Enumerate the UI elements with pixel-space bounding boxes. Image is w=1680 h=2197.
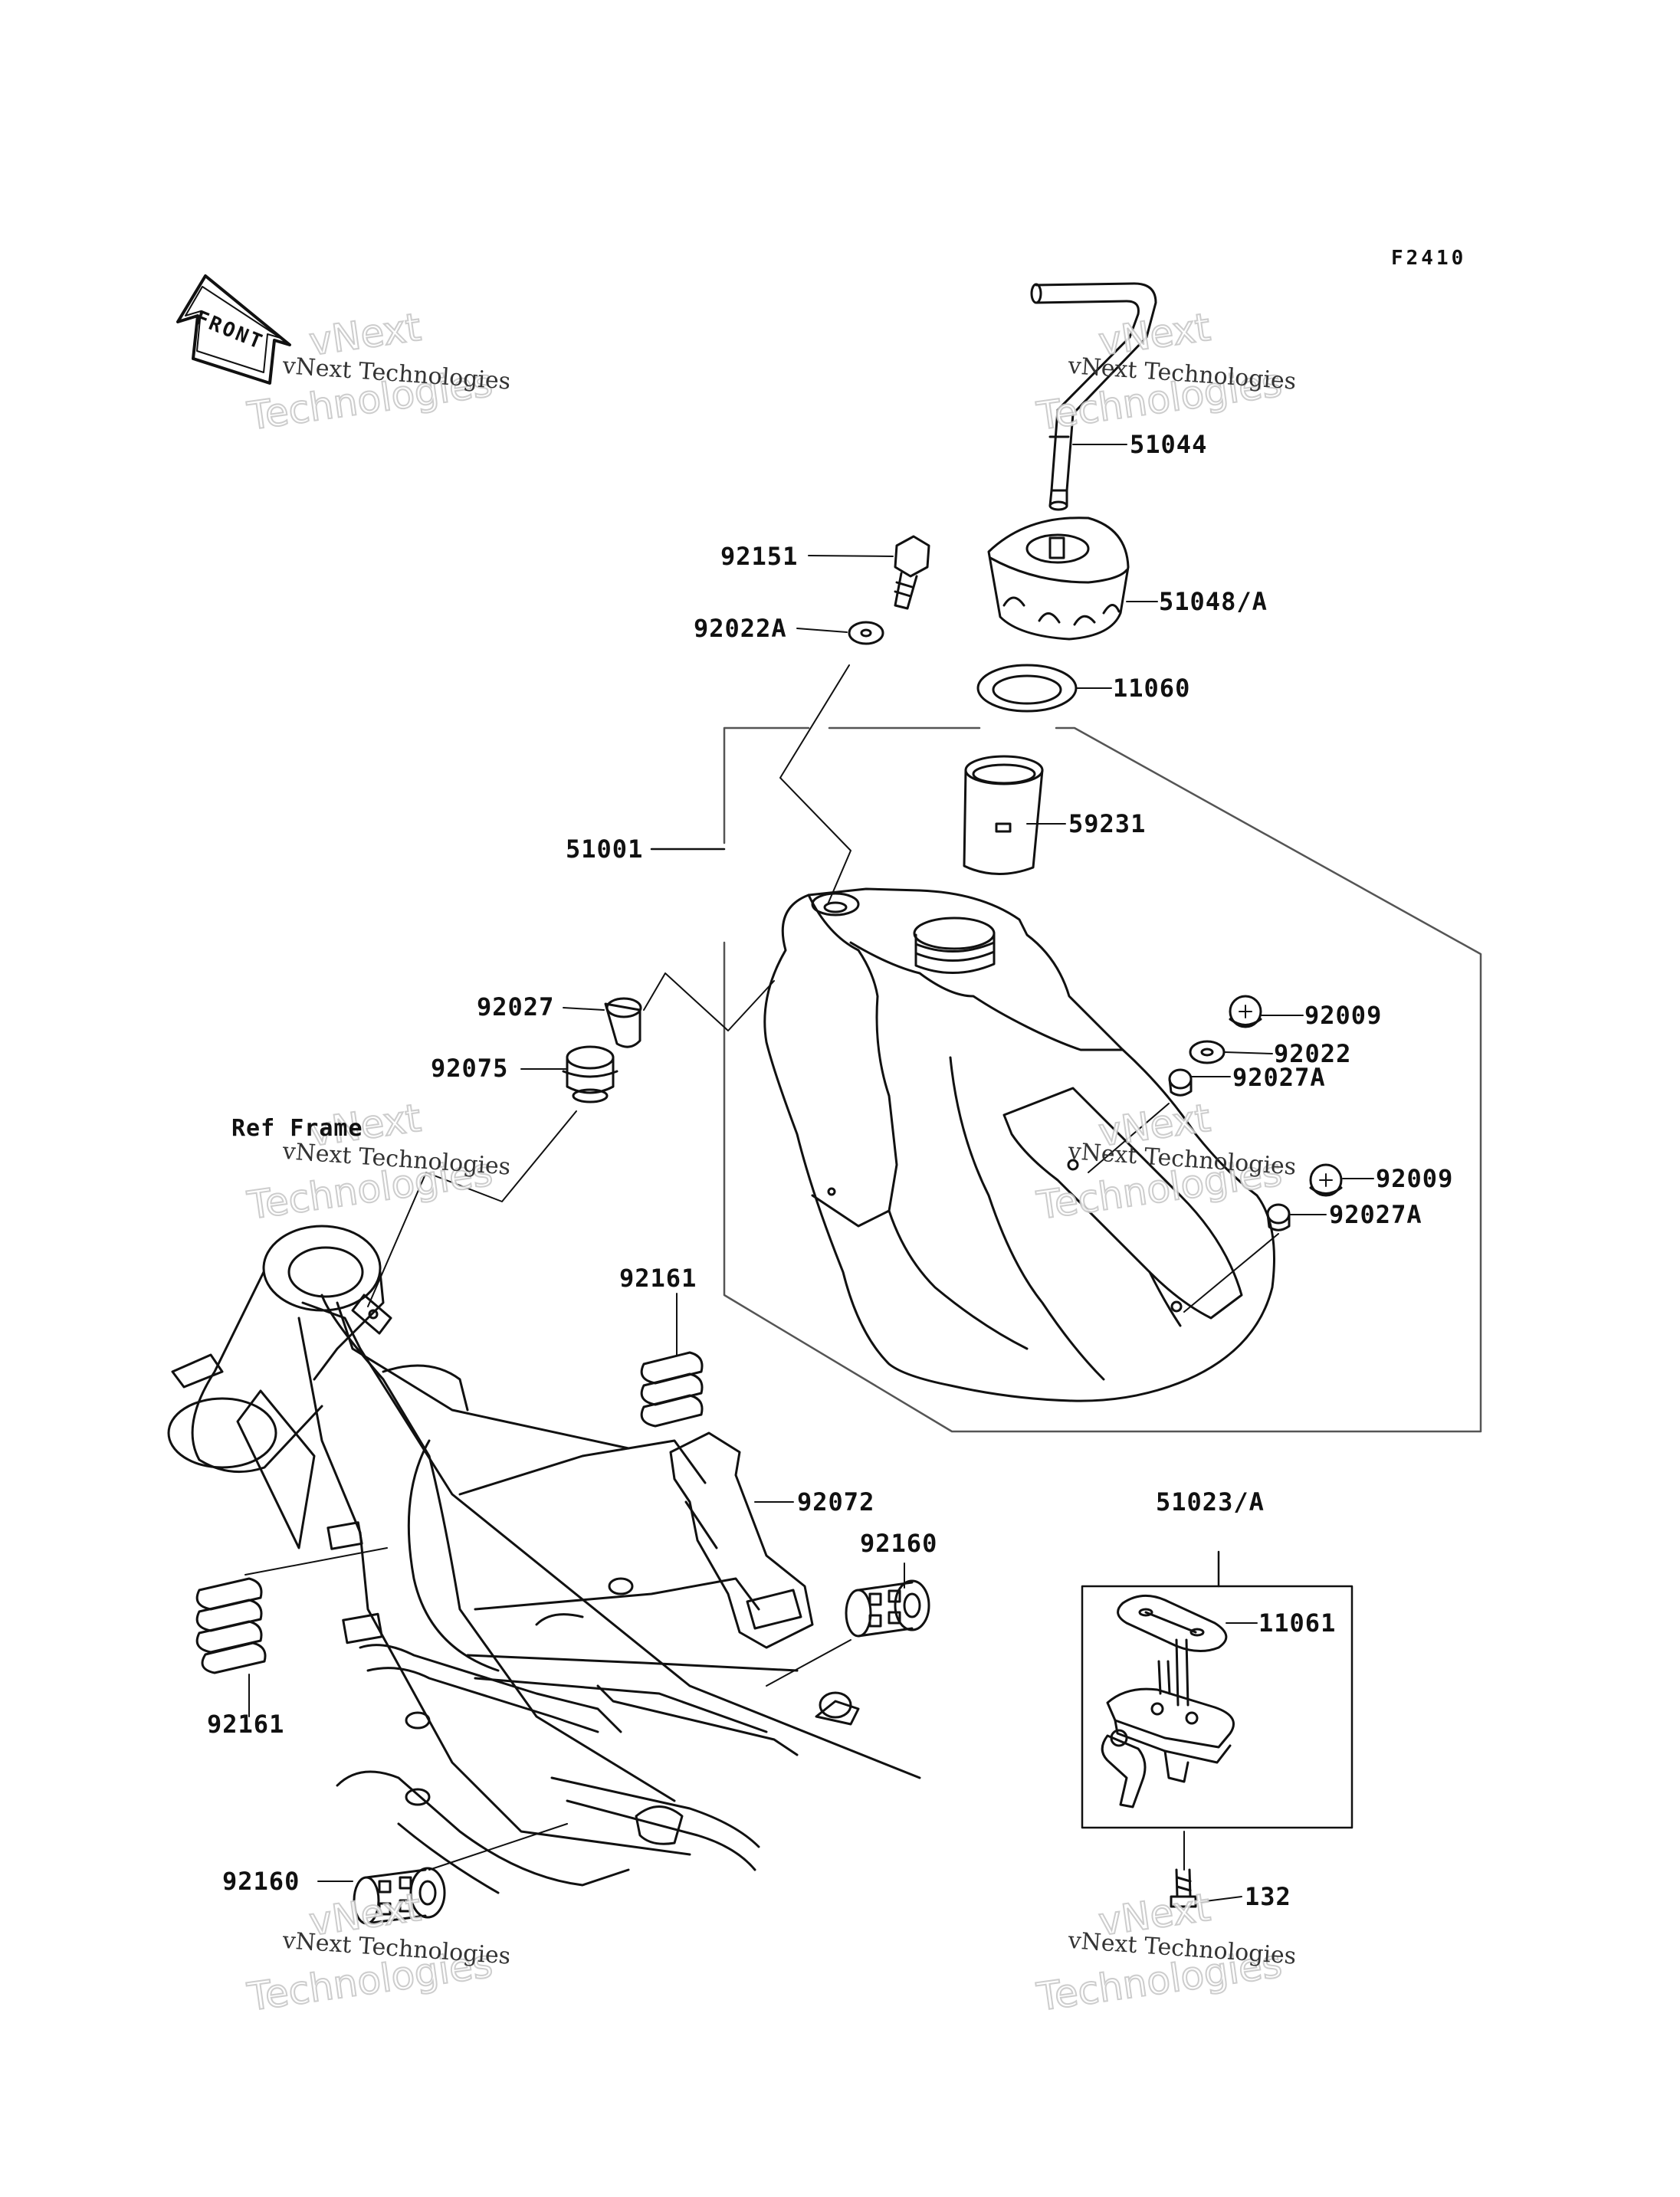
damper-right-drawing — [846, 1581, 929, 1636]
cock-gasket-drawing — [1118, 1595, 1226, 1651]
part-92022: 92022 — [1274, 1039, 1352, 1068]
bolt-drawing — [895, 536, 929, 608]
collar-drawing — [605, 998, 641, 1047]
screw-upper-drawing — [1230, 996, 1261, 1027]
part-92151: 92151 — [720, 542, 799, 571]
frame-drawing — [169, 1226, 920, 1893]
damper-top-drawing — [641, 1353, 702, 1426]
part-92022a: 92022A — [694, 614, 787, 643]
fuel-tank-drawing — [765, 889, 1275, 1401]
ref-frame-label: Ref Frame — [231, 1115, 363, 1142]
part-92160-bottom: 92160 — [222, 1867, 300, 1896]
part-59231: 59231 — [1068, 809, 1147, 838]
part-132: 132 — [1245, 1882, 1291, 1911]
damper-bottom-drawing — [354, 1868, 445, 1923]
part-92027a-lower: 92027A — [1329, 1200, 1422, 1229]
fuel-cap-drawing — [989, 518, 1128, 639]
front-arrow-icon — [178, 276, 290, 383]
part-92027a-upper: 92027A — [1232, 1063, 1326, 1092]
cap-gasket-drawing — [978, 665, 1076, 711]
grommet-drawing — [563, 1047, 617, 1102]
fuel-cock-drawing — [1102, 1640, 1233, 1807]
screw-lower-drawing — [1311, 1165, 1341, 1195]
leader-lines — [249, 444, 1373, 1902]
washer-right-drawing — [1190, 1041, 1224, 1063]
collar-lower-drawing — [1268, 1205, 1289, 1230]
part-92027: 92027 — [477, 992, 555, 1021]
part-92160-right: 92160 — [860, 1529, 938, 1558]
part-51048a: 51048/A — [1159, 587, 1268, 616]
strap-drawing — [671, 1433, 812, 1648]
damper-left-drawing — [197, 1579, 265, 1673]
tank-bracket-lines — [651, 728, 1481, 1431]
part-92075: 92075 — [431, 1054, 509, 1083]
part-11060: 11060 — [1113, 674, 1191, 703]
fuel-cock-box — [1082, 1552, 1352, 1828]
part-92009-lower: 92009 — [1376, 1164, 1454, 1193]
part-92072: 92072 — [797, 1487, 875, 1517]
part-51044: 51044 — [1130, 430, 1208, 459]
part-51023a: 51023/A — [1156, 1487, 1265, 1517]
part-92009-upper: 92009 — [1304, 1001, 1383, 1030]
part-11061: 11061 — [1258, 1608, 1337, 1638]
diagram-code: F2410 — [1391, 247, 1467, 270]
collar-upper-drawing — [1170, 1070, 1191, 1095]
part-92161-top: 92161 — [619, 1264, 697, 1293]
breather-hose-drawing — [1032, 284, 1156, 510]
part-92161-left: 92161 — [207, 1710, 285, 1739]
washer-drawing — [849, 622, 883, 644]
filler-neck-drawing — [964, 756, 1042, 874]
cock-bolt-drawing — [1171, 1870, 1196, 1907]
part-51001: 51001 — [566, 835, 644, 864]
